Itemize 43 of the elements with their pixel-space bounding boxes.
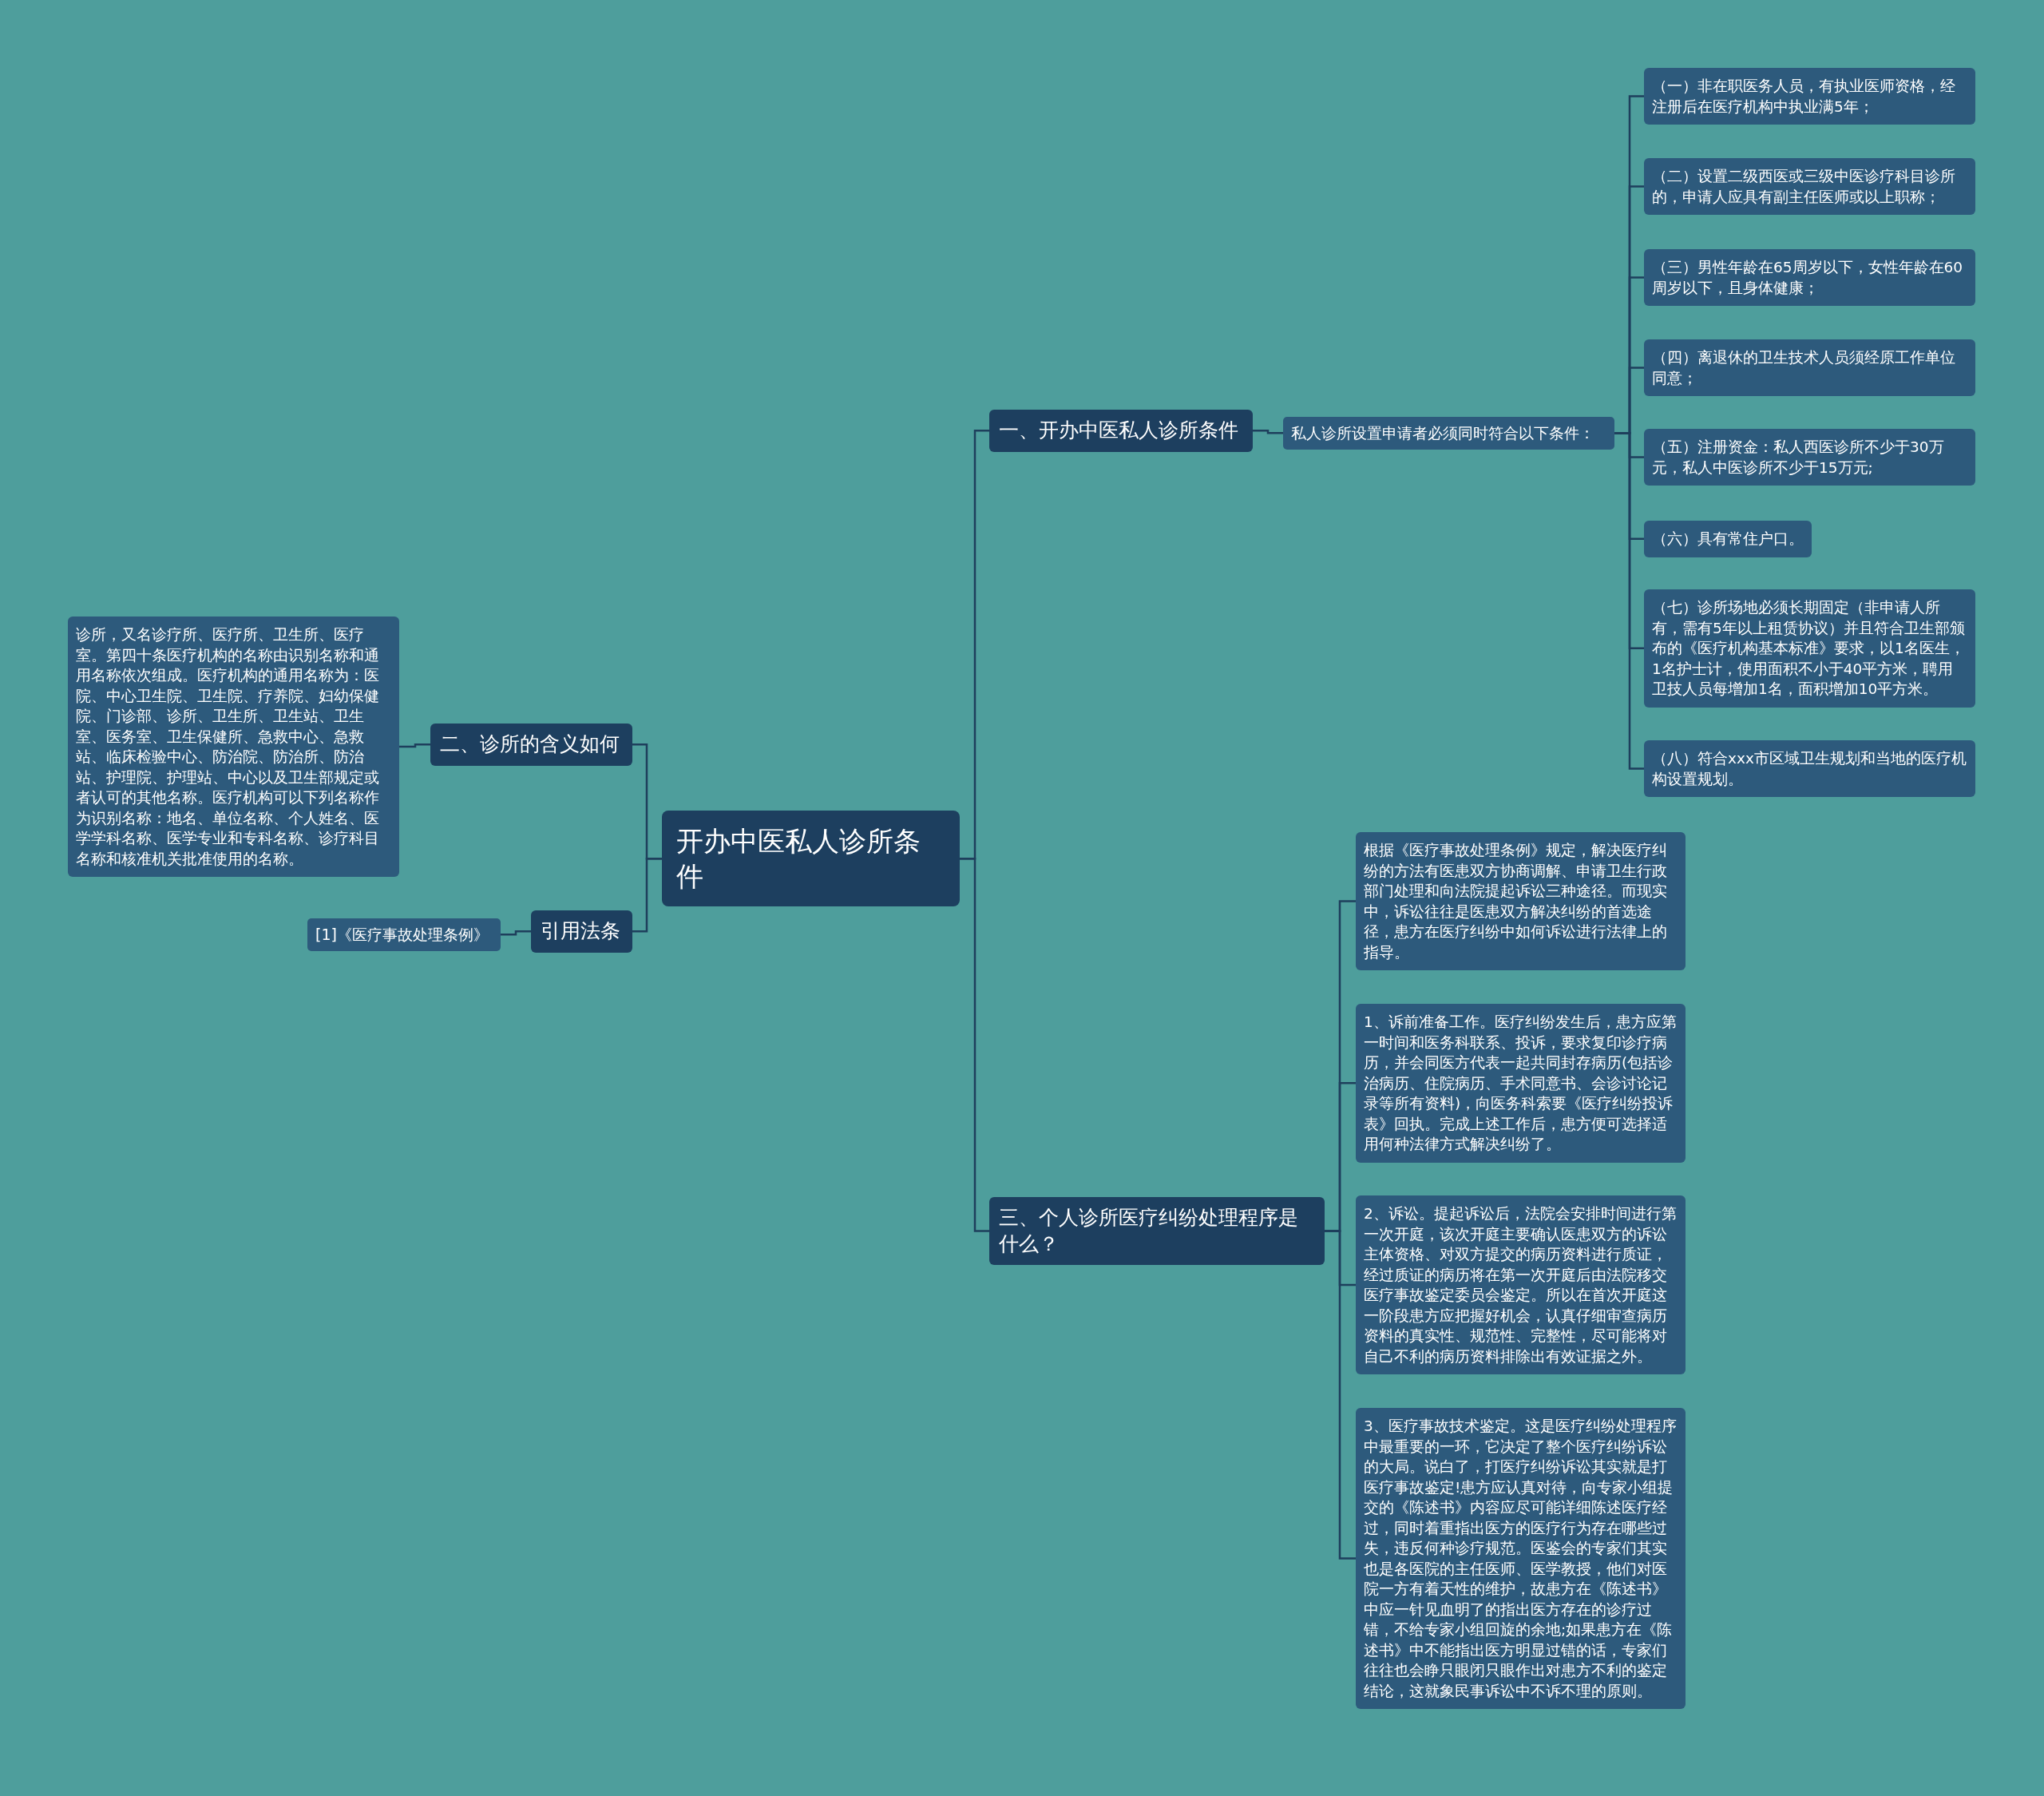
topic-text: 2、诉讼。提起诉讼后，法院会安排时间进行第一次开庭，该次开庭主要确认医患双方的诉讼主体资格、对双方提交的病历资料进行质证，经过质证的病历将在第一次开庭后由法院移交医疗事故鉴定委员会鉴定。所以在首次开庭这一阶段患方应把握好机会，认真仔细审查病历资料的真实性、规范性、完整性，尽可能将对自己不利的病历资料排除出有效证据之外。 [1364, 1204, 1678, 1366]
connector-line [1325, 1230, 1356, 1560]
text-card [1644, 740, 1975, 798]
central-topic [662, 811, 960, 907]
topic-text: （八）符合xxx市区域卫生规划和当地的医疗机构设置规划。 [1652, 749, 1967, 789]
topic-text: 3、医疗事故技术鉴定。这是医疗纠纷处理程序中最重要的一环，它决定了整个医疗纠纷诉讼的大局。说白了，打医疗纠纷诉讼其实就是打医疗事故鉴定!患方应认真对待，向专家小组提交的《陈述书》内容应尽可能详细陈述医疗经过，同时着重指出医方的医疗行为存在哪些过失，违反何种诊疗规范。医鉴会的专家们其实也是各医院的主任医师、医学教授，他们对医院一方有着天性的维护，故患方在《陈述书》中应一针见血明了的指出医方存在的诊疗过错，不给专家小组回旋的余地;如果患方在《陈述书》中不能指出医方明显过错的话，专家们往往也会睁只眼闭只眼作出对患方不利的鉴定结论，这就象民事诉讼中不诉不理的原则。 [1364, 1417, 1678, 1701]
topic-text: （三）男性年龄在65周岁以下，女性年龄在60周岁以下，且身体健康； [1652, 258, 1964, 298]
topic-text: （六）具有常住户口。 [1652, 529, 1804, 549]
text-card [1644, 158, 1975, 216]
topic-text: 一、开办中医私人诊所条件 [999, 418, 1239, 443]
branch-topic [989, 410, 1253, 452]
connector-line [1253, 430, 1283, 434]
text-card [1644, 521, 1812, 557]
topic-text: （一）非在职医务人员，有执业医师资格，经注册后在医疗机构中执业满5年； [1652, 77, 1956, 117]
topic-text: （二）设置二级西医或三级中医诊疗科目诊所的，申请人应具有副主任医师或以上职称； [1652, 167, 1956, 207]
connector-line [399, 743, 430, 748]
connector-line [1614, 432, 1644, 770]
text-card [1644, 589, 1975, 708]
topic-text: 诊所，又名诊疗所、医疗所、卫生所、医疗室。第四十条医疗机构的名称由识别名称和通用名称依次组成。医疗机构的通用名称为：医院、中心卫生院、卫生院、疗养院、妇幼保健院、门诊部、诊所、卫生所、卫生站、卫生室、医务室、卫生保健所、急救中心、急救站、临床检验中心、防治院、防治所、防治站、护理院、护理站、中心以及卫生部规定或者认可的其他名称。医疗机构可以下列名称作为识别名称：地名、单位名称、个人姓名、医学学科名称、医学专业和专科名称、诊疗科目名称和核准机关批准使用的名称。 [76, 625, 380, 869]
topic-text: 开办中医私人诊所条件 [676, 824, 921, 894]
topic-text: 根据《医疗事故处理条例》规定，解决医疗纠纷的方法有医患双方协商调解、申请卫生行政部门处理和向法院提起诉讼三种途径。而现实中，诉讼往往是医患双方解决纠纷的首选途径，患方在医疗纠纷中如何诉讼进行法律上的指导。 [1364, 841, 1668, 962]
topic-text: （四）离退休的卫生技术人员须经原工作单位同意； [1652, 348, 1956, 388]
text-card [1644, 68, 1975, 125]
topic-text: 二、诊所的含义如何 [440, 731, 620, 757]
text-card [1644, 429, 1975, 486]
topic-text: [1]《医疗事故处理条例》 [315, 925, 489, 945]
subtopic-box [307, 918, 501, 951]
subtopic-box [1283, 417, 1614, 450]
text-card [1644, 249, 1975, 307]
connector-line [632, 857, 662, 933]
branch-topic [989, 1197, 1325, 1265]
topic-text: 1、诉前准备工作。医疗纠纷发生后，患方应第一时间和医务科联系、投诉，要求复印诊疗病历，并会同医方代表一起共同封存病历(包括诊治病历、住院病历、手术同意书、会诊讨论记录等所有资料)，向医务科索要《医疗纠纷投诉表》回执。完成上述工作后，患方便可选择适用何种法律方式解决纠纷了。 [1364, 1013, 1678, 1155]
text-card [1644, 339, 1975, 397]
topic-text: （七）诊所场地必须长期固定（非申请人所有，需有5年以上租赁协议）并且符合卫生部颁布的《医疗机构基本标准》要求，以1名医生，1名护士计，使用面积不小于40平方米，聘用卫技人员每增加1名，面积增加10平方米。 [1652, 598, 1966, 700]
connector-line [501, 930, 531, 936]
text-card [1356, 832, 1686, 971]
branch-topic [430, 724, 632, 766]
topic-text: （五）注册资金：私人西医诊所不少于30万元，私人中医诊所不少于15万元; [1652, 438, 1945, 478]
topic-text: 私人诊所设置申请者必须同时符合以下条件： [1291, 423, 1595, 443]
branch-topic [531, 910, 632, 953]
connector-line [960, 857, 989, 1232]
topic-text: 三、个人诊所医疗纠纷处理程序是什么？ [999, 1205, 1299, 1257]
topic-text: 引用法条 [541, 918, 621, 944]
